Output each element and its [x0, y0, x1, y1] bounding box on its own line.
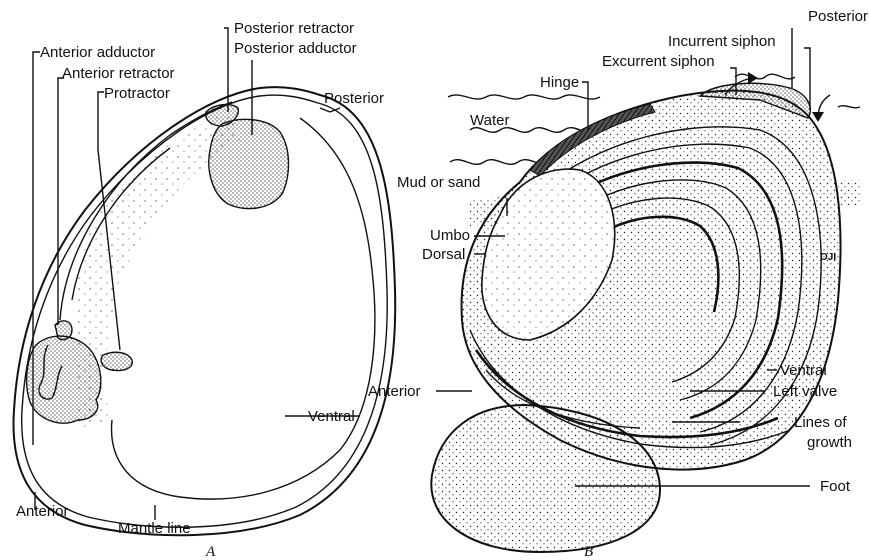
label-water: Water: [470, 112, 509, 129]
label-posterior-adductor: Posterior adductor: [234, 40, 357, 57]
panel-b-caption: B: [584, 544, 593, 560]
water-line-1: [448, 95, 600, 99]
mud-sand-patch-right: [838, 180, 862, 205]
label-anterior-b: Anterior: [368, 383, 421, 400]
water-line-right-2: [838, 106, 860, 108]
panel-a-caption: A: [205, 544, 216, 560]
anterior-adductor-scar: [27, 336, 101, 423]
label-ventral-b: Ventral: [780, 362, 827, 379]
label-excurrent-siphon: Excurrent siphon: [602, 53, 715, 70]
label-incurrent-siphon: Incurrent siphon: [668, 33, 776, 50]
label-lines-of-growth-2: growth: [807, 434, 852, 451]
panel-b-clam-exterior: [431, 72, 862, 552]
label-protractor: Protractor: [104, 85, 170, 102]
label-dorsal: Dorsal: [422, 246, 465, 263]
label-anterior-adductor: Anterior adductor: [40, 44, 155, 61]
label-mantle-line: Mantle line: [118, 520, 191, 537]
incurrent-arrow-head: [812, 112, 824, 122]
label-anterior-retractor: Anterior retractor: [62, 65, 175, 82]
posterior-adductor-scar: [209, 119, 289, 208]
label-mud-or-sand: Mud or sand: [397, 174, 480, 191]
label-hinge: Hinge: [540, 74, 579, 91]
label-posterior-b: Posterior: [808, 8, 868, 25]
water-line-right-1: [735, 74, 795, 79]
label-foot: Foot: [820, 478, 851, 495]
panel-a-shell-interior: [14, 87, 396, 535]
label-left-valve: Left valve: [773, 383, 837, 400]
excurrent-arrow-head: [748, 72, 758, 84]
leader-hinge: [582, 82, 588, 130]
artist-signature: OJI: [820, 252, 836, 263]
protractor-scar: [101, 352, 132, 370]
label-ventral-a: Ventral: [308, 408, 355, 425]
label-lines-of-growth-1: Lines of: [794, 414, 847, 431]
label-posterior-retractor: Posterior retractor: [234, 20, 354, 37]
label-umbo: Umbo: [430, 227, 470, 244]
label-posterior-a: Posterior: [324, 90, 384, 107]
label-anterior-a: Anterior: [16, 503, 69, 520]
